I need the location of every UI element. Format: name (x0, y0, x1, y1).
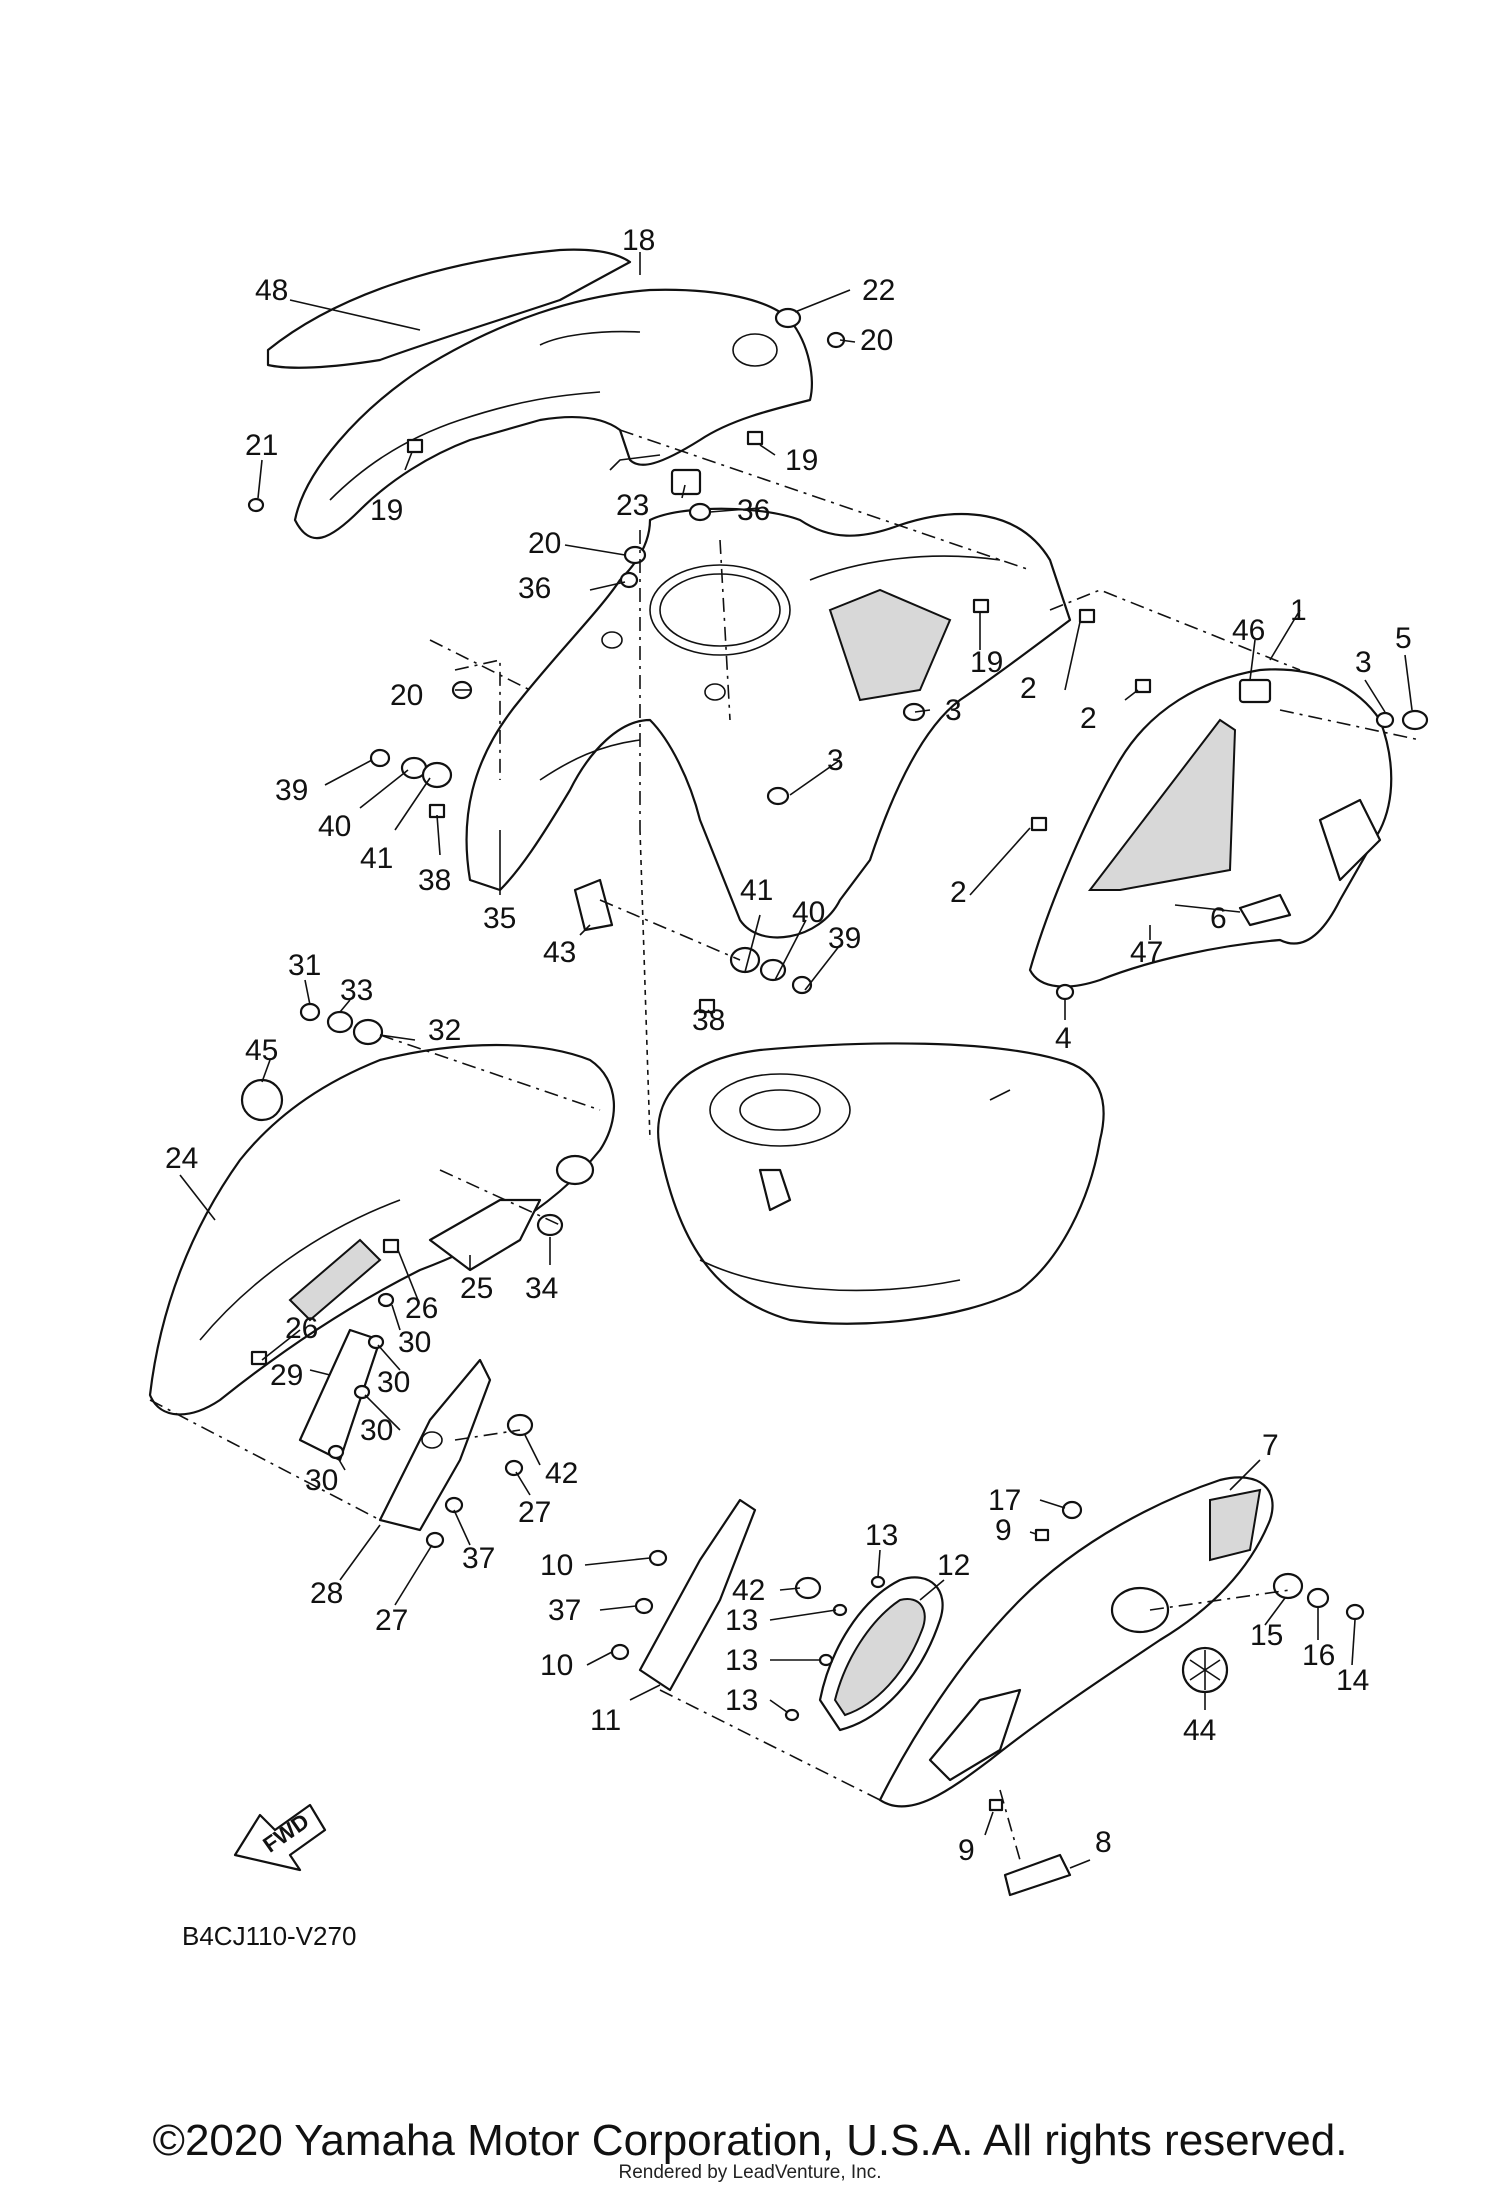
part-12-mesh-grille (818, 1576, 944, 1732)
callout-8: 8 (1095, 1826, 1112, 1859)
callout-19: 19 (370, 494, 403, 527)
callout-13: 13 (865, 1519, 898, 1552)
callout-45: 45 (245, 1034, 278, 1067)
callout-13: 13 (725, 1684, 758, 1717)
callout-47: 47 (1130, 936, 1163, 969)
callout-42: 42 (545, 1457, 578, 1490)
callout-39: 39 (275, 774, 308, 807)
rendered-by-notice: Rendered by LeadVenture, Inc. (618, 2162, 882, 2183)
callout-20: 20 (528, 527, 561, 560)
callout-9: 9 (995, 1514, 1012, 1547)
callout-15: 15 (1250, 1619, 1283, 1652)
callout-16: 16 (1302, 1639, 1335, 1672)
fuel-tank (657, 1042, 1105, 1325)
callout-13: 13 (725, 1604, 758, 1637)
fwd-arrow-icon: FWD (233, 1803, 327, 1872)
callout-2: 2 (1020, 672, 1037, 705)
callout-41: 41 (740, 874, 773, 907)
callout-18: 18 (622, 224, 655, 257)
callout-38: 38 (692, 1004, 725, 1037)
callout-40: 40 (792, 896, 825, 929)
callout-22: 22 (862, 274, 895, 307)
callout-30: 30 (360, 1414, 393, 1447)
leader-lines (179, 252, 1413, 1869)
callout-6: 6 (1210, 902, 1227, 935)
callout-27: 27 (375, 1604, 408, 1637)
callout-10: 10 (540, 1549, 573, 1582)
callout-2: 2 (950, 876, 967, 909)
callout-5: 5 (1395, 622, 1412, 655)
callout-38: 38 (418, 864, 451, 897)
callout-19: 19 (970, 646, 1003, 679)
callout-14: 14 (1336, 1664, 1369, 1697)
callout-28: 28 (310, 1577, 343, 1610)
callout-36: 36 (737, 494, 770, 527)
callout-10: 10 (540, 1649, 573, 1682)
part-25-inner-panel (428, 1198, 542, 1272)
callout-46: 46 (1232, 614, 1265, 647)
callout-36: 36 (518, 572, 551, 605)
callouts: 48 18 22 20 21 19 19 23 36 20 36 19 1 46… (165, 224, 1412, 1867)
callout-30: 30 (305, 1464, 338, 1497)
part-48-decal (266, 248, 632, 369)
callout-39: 39 (828, 922, 861, 955)
callout-34: 34 (525, 1272, 558, 1305)
callout-19: 19 (785, 444, 818, 477)
callout-4: 4 (1055, 1022, 1072, 1055)
callout-35: 35 (483, 902, 516, 935)
callout-33: 33 (340, 974, 373, 1007)
callout-20: 20 (860, 324, 893, 357)
diagram-code: B4CJ110-V270 (182, 1921, 356, 1951)
callout-30: 30 (377, 1366, 410, 1399)
callout-32: 32 (428, 1014, 461, 1047)
assembly-lines (149, 429, 1421, 1861)
callout-11: 11 (590, 1704, 621, 1737)
part-28-lower-panel (378, 1358, 492, 1532)
callout-12: 12 (937, 1549, 970, 1582)
callout-37: 37 (462, 1542, 495, 1575)
callout-27: 27 (518, 1496, 551, 1529)
part-44-emblem (1181, 1646, 1229, 1694)
callout-43: 43 (543, 936, 576, 969)
callout-1: 1 (1290, 594, 1307, 627)
callout-42: 42 (732, 1574, 765, 1607)
fasteners (240, 307, 1429, 1812)
part-1-side-cover (1028, 668, 1393, 988)
callout-26: 26 (285, 1312, 318, 1345)
part-24-side-shroud (148, 1043, 616, 1416)
callout-9: 9 (958, 1834, 975, 1867)
part-11-lower-bracket (638, 1498, 757, 1692)
callout-2: 2 (1080, 702, 1097, 735)
part-18-top-cover (293, 288, 813, 540)
callout-21: 21 (245, 429, 278, 462)
callout-25: 25 (460, 1272, 493, 1305)
part-7-lower-cowl (878, 1476, 1274, 1808)
callout-40: 40 (318, 810, 351, 843)
callout-41: 41 (360, 842, 393, 875)
callout-31: 31 (288, 949, 321, 982)
callout-23: 23 (616, 489, 649, 522)
callout-13: 13 (725, 1644, 758, 1677)
callout-48: 48 (255, 274, 288, 307)
part-8-trim (1003, 1853, 1072, 1897)
callout-37: 37 (548, 1594, 581, 1627)
callout-3: 3 (1355, 646, 1372, 679)
callout-7: 7 (1262, 1429, 1279, 1462)
callout-44: 44 (1183, 1714, 1216, 1747)
callout-29: 29 (270, 1359, 303, 1392)
callout-3: 3 (827, 744, 844, 777)
copyright-notice: ©2020 Yamaha Motor Corporation, U.S.A. A… (152, 2116, 1348, 2165)
callout-30: 30 (398, 1326, 431, 1359)
callout-20: 20 (390, 679, 423, 712)
callout-26: 26 (405, 1292, 438, 1325)
callout-3: 3 (945, 694, 962, 727)
callout-17: 17 (988, 1484, 1021, 1517)
part-35-tank-cover (465, 507, 1072, 939)
callout-24: 24 (165, 1142, 198, 1175)
